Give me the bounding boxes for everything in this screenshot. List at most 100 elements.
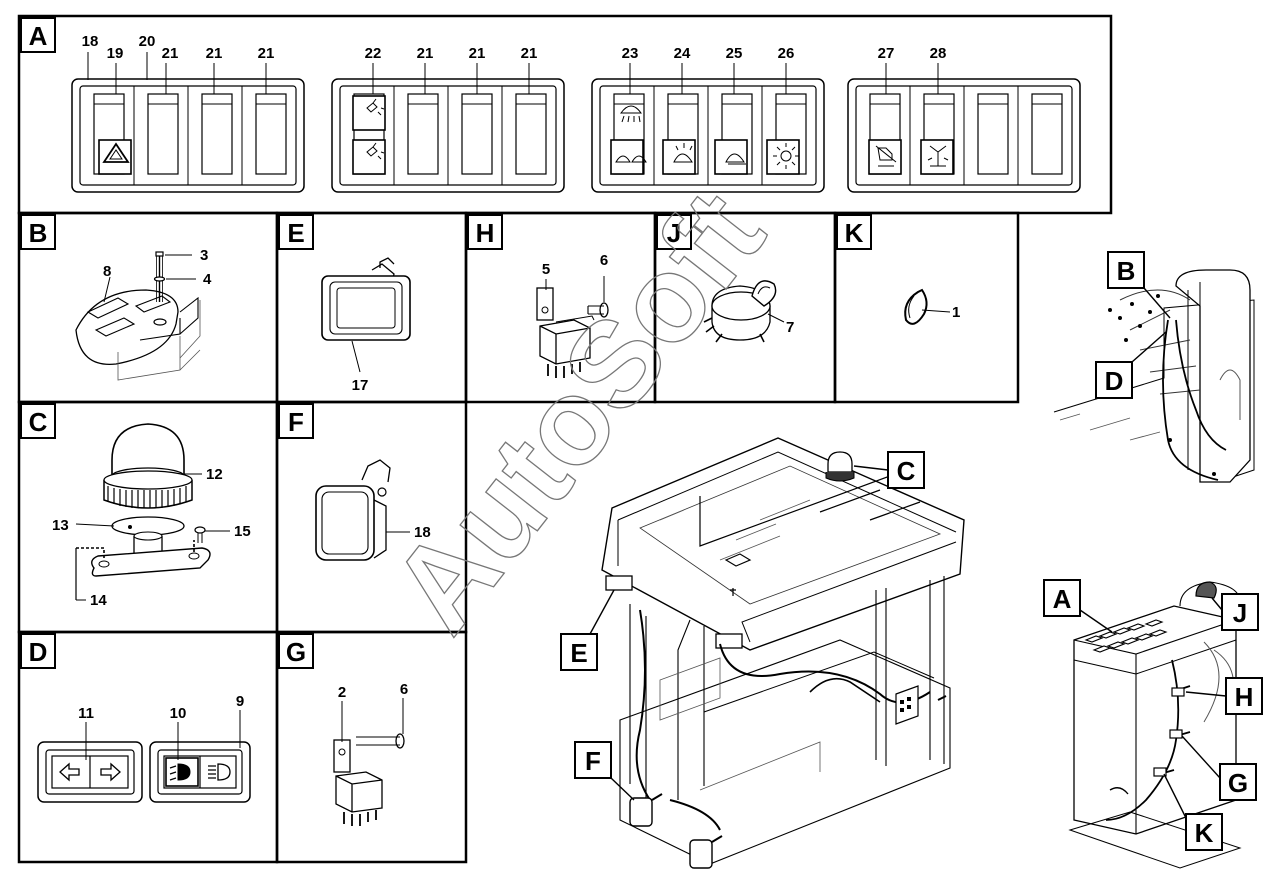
panel-b-letter: B <box>29 218 48 248</box>
switch-bank-part <box>147 93 179 175</box>
svg-text:21: 21 <box>469 45 486 62</box>
panel-a-leader-lines <box>87 52 939 94</box>
callout-a: A <box>1053 584 1072 614</box>
switch-bank-part <box>920 139 954 175</box>
svg-text:23: 23 <box>622 45 639 62</box>
callout-b: B <box>1117 256 1136 286</box>
callout-c: C <box>897 456 916 486</box>
svg-text:7: 7 <box>786 319 794 336</box>
svg-text:14: 14 <box>90 592 107 609</box>
panel-frames <box>17 14 1113 864</box>
panel-g-relay-drawing: 2 6 <box>333 681 408 826</box>
panel-h-relay-drawing: 5 6 <box>536 252 609 378</box>
svg-text:17: 17 <box>352 377 369 394</box>
svg-text:5: 5 <box>542 261 550 278</box>
panel-g-letter: G <box>286 637 306 667</box>
svg-text:9: 9 <box>236 693 244 710</box>
panel-h-letter: H <box>476 218 495 248</box>
svg-text:27: 27 <box>878 45 895 62</box>
callout-f: F <box>585 746 601 776</box>
svg-text:3: 3 <box>200 247 208 264</box>
console-drawing <box>1068 581 1242 869</box>
svg-text:26: 26 <box>778 45 795 62</box>
svg-text:22: 22 <box>365 45 382 62</box>
hazard-icon <box>102 142 130 163</box>
panel-f-worklamp-drawing: 18 <box>315 459 431 561</box>
switch-bank-part <box>201 93 233 175</box>
switch-bank-part <box>662 139 696 175</box>
svg-text:8: 8 <box>103 263 111 280</box>
switch-bank-part <box>407 93 439 175</box>
switch-bank-part <box>352 95 386 131</box>
svg-text:21: 21 <box>258 45 275 62</box>
panel-d-switches-drawing: 11 10 9 <box>37 693 251 803</box>
svg-text:1: 1 <box>952 304 960 321</box>
work-light-icon <box>615 105 746 165</box>
switch-bank-part <box>714 139 748 175</box>
svg-text:13: 13 <box>52 517 69 534</box>
callout-d: D <box>1105 366 1124 396</box>
svg-text:10: 10 <box>170 705 187 722</box>
switch-bank-part <box>255 93 287 175</box>
switch-bank-part <box>352 139 386 175</box>
low-beam-icon <box>169 763 191 781</box>
svg-text:21: 21 <box>521 45 538 62</box>
panel-letters: A B E H J K C F D G <box>20 17 872 669</box>
arrow-left-icon <box>59 762 80 782</box>
switch-bank-part <box>1031 93 1063 175</box>
beacon-icon <box>773 143 799 169</box>
svg-text:28: 28 <box>930 45 947 62</box>
panel-b-bracket-drawing: 3 4 8 <box>75 247 212 381</box>
switch-bank-part <box>515 93 547 175</box>
rear-callouts: B D <box>1095 251 1171 399</box>
panel-a-letter: A <box>29 21 48 51</box>
svg-text:4: 4 <box>203 271 212 288</box>
svg-text:21: 21 <box>162 45 179 62</box>
svg-text:18: 18 <box>82 33 99 50</box>
switch-bank-part <box>868 139 902 175</box>
high-beam-icon <box>208 763 231 781</box>
switch-bank-part <box>766 139 800 175</box>
svg-text:6: 6 <box>600 252 608 269</box>
washer-icon <box>366 98 385 160</box>
svg-text:21: 21 <box>417 45 434 62</box>
svg-text:18: 18 <box>414 524 431 541</box>
heater-icon <box>927 145 949 167</box>
panel-e-letter: E <box>287 218 304 248</box>
svg-text:24: 24 <box>674 45 691 62</box>
svg-text:15: 15 <box>234 523 251 540</box>
panel-k-letter: K <box>845 218 864 248</box>
svg-text:11: 11 <box>78 705 94 722</box>
svg-text:2: 2 <box>338 684 346 701</box>
switch-bank-part <box>461 93 493 175</box>
cab-assembly-drawing <box>601 437 965 869</box>
panel-j-ignition-drawing: 7 <box>703 280 794 343</box>
cab-callouts: C E F <box>560 451 925 801</box>
callout-e: E <box>570 638 587 668</box>
panel-a-labels: 18 19 20 21 21 21 22 21 21 21 23 24 25 2… <box>82 33 947 62</box>
panel-c-beacon-drawing: 12 13 15 14 <box>52 423 251 609</box>
console-callouts: A J H G K <box>1043 579 1263 851</box>
svg-text:21: 21 <box>206 45 223 62</box>
svg-text:25: 25 <box>726 45 743 62</box>
panel-f-letter: F <box>288 407 304 437</box>
panel-j-letter: J <box>667 218 681 248</box>
svg-text:20: 20 <box>139 33 156 50</box>
panel-a-switch-banks <box>71 78 1081 193</box>
callout-k: K <box>1195 818 1214 848</box>
callout-j: J <box>1233 598 1247 628</box>
callout-h: H <box>1235 682 1254 712</box>
panel-c-letter: C <box>29 407 48 437</box>
panel-k-cable-tie-drawing: 1 <box>904 288 960 325</box>
switch-bank-part <box>977 93 1009 175</box>
callout-g: G <box>1228 768 1248 798</box>
arrow-right-icon <box>100 762 121 782</box>
switch-bank-part <box>610 139 644 175</box>
rear-frame-drawing <box>1053 269 1255 483</box>
svg-text:19: 19 <box>107 45 124 62</box>
svg-text:12: 12 <box>206 466 223 483</box>
panel-d-letter: D <box>29 637 48 667</box>
panel-e-lamp-drawing: 17 <box>321 257 411 394</box>
svg-text:6: 6 <box>400 681 408 698</box>
